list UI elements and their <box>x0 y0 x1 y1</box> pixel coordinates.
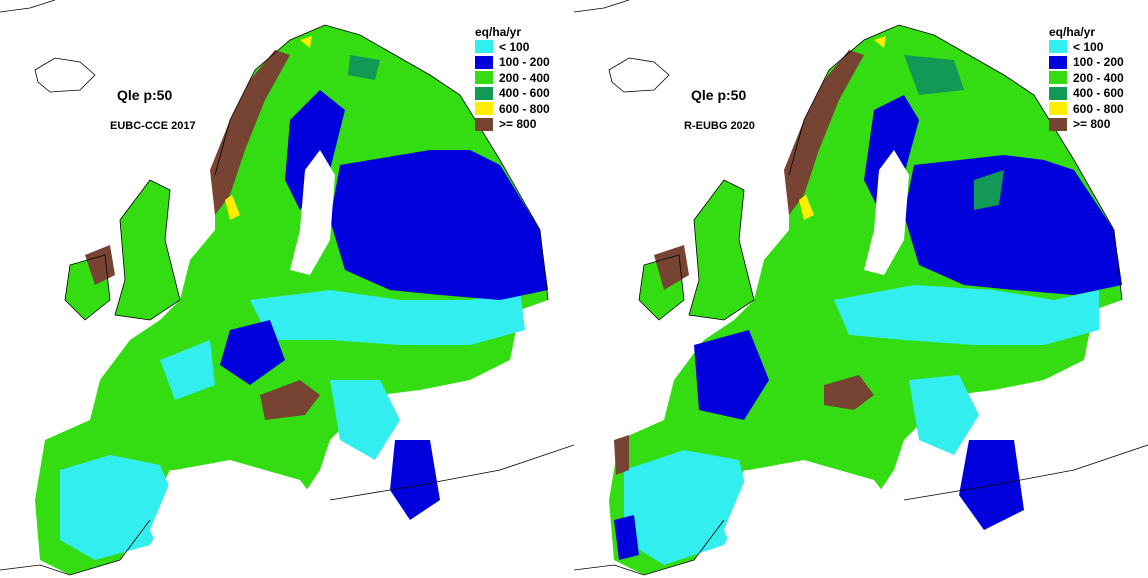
region-400-600-b <box>974 170 1004 210</box>
map-panel-left: Qle p:50 EUBC-CCE 2017 eq/ha/yr < 100 10… <box>0 0 574 578</box>
region-100-200-scand <box>864 95 919 210</box>
legend-item: < 100 <box>475 39 570 55</box>
region-lt100-b <box>624 450 749 565</box>
legend: eq/ha/yr < 100 100 - 200 200 - 400 400 -… <box>1049 26 1144 132</box>
legend-item: 600 - 800 <box>475 101 570 117</box>
legend-swatch <box>475 71 493 85</box>
legend-label: 200 - 400 <box>1073 70 1124 85</box>
mediterranean-sea <box>724 460 904 578</box>
legend-unit: eq/ha/yr <box>1049 25 1096 39</box>
region-600-800-b <box>300 36 312 48</box>
map-source-label: R-EUBG 2020 <box>684 120 755 132</box>
region-lt100-c <box>909 375 979 455</box>
legend-unit: eq/ha/yr <box>475 25 522 39</box>
map-panel-right: Qle p:50 R-EUBG 2020 eq/ha/yr < 100 100 … <box>574 0 1148 578</box>
region-100-200-france <box>694 330 769 420</box>
legend-label: >= 800 <box>499 117 537 132</box>
region-lt100-d <box>160 340 215 400</box>
region-ge800-iberia <box>614 435 629 475</box>
region-100-200-south <box>390 440 440 520</box>
greenland-outline <box>0 0 56 13</box>
europe-map-right <box>574 0 1148 578</box>
legend-item: >= 800 <box>475 117 570 133</box>
legend-item: 400 - 600 <box>475 86 570 102</box>
region-ge800-alps <box>260 380 320 420</box>
legend-label: 600 - 800 <box>499 101 550 116</box>
coastline-outline <box>574 24 1148 576</box>
region-600-800-a <box>799 195 814 220</box>
legend-swatch <box>475 102 493 116</box>
map-source-label: EUBC-CCE 2017 <box>110 120 196 132</box>
region-ge800-alps <box>824 375 874 410</box>
iceland-outline <box>608 57 670 93</box>
legend-swatch <box>475 55 493 69</box>
land-britain <box>689 180 754 320</box>
legend: eq/ha/yr < 100 100 - 200 200 - 400 400 -… <box>475 26 570 132</box>
region-ge800-norway <box>210 50 290 215</box>
legend-label: >= 800 <box>1073 117 1111 132</box>
region-lt100-a <box>834 285 1099 345</box>
legend-item: 600 - 800 <box>1049 101 1144 117</box>
region-lt100-b <box>60 455 175 560</box>
region-100-200-central <box>220 320 285 385</box>
region-100-200-east <box>330 150 548 300</box>
legend-item: 100 - 200 <box>1049 55 1144 71</box>
region-400-600-a <box>904 55 964 95</box>
region-ge800-scotland <box>654 245 689 290</box>
legend-label: 100 - 200 <box>499 55 550 70</box>
legend-swatch <box>475 86 493 100</box>
region-100-200-scand <box>285 90 345 210</box>
legend-swatch <box>475 40 493 54</box>
legend-swatch <box>1049 117 1067 131</box>
region-600-800-a <box>225 195 240 220</box>
legend-item: 100 - 200 <box>475 55 570 71</box>
map-quantity-label: Qle p:50 <box>691 87 747 103</box>
region-400-600-a <box>348 55 380 80</box>
legend-item: >= 800 <box>1049 117 1144 133</box>
legend-label: 400 - 600 <box>1073 86 1124 101</box>
europe-map-left <box>0 0 574 578</box>
legend-swatch <box>1049 55 1067 69</box>
legend-swatch <box>1049 102 1067 116</box>
mediterranean-sea <box>150 460 330 578</box>
region-lt100-a <box>250 290 525 345</box>
region-100-200-iberia <box>614 515 639 560</box>
legend-label: 400 - 600 <box>499 86 550 101</box>
legend-item: 200 - 400 <box>1049 70 1144 86</box>
legend-item: < 100 <box>1049 39 1144 55</box>
legend-swatch <box>1049 71 1067 85</box>
legend-swatch <box>1049 86 1067 100</box>
legend-label: 100 - 200 <box>1073 55 1124 70</box>
legend-item: 400 - 600 <box>1049 86 1144 102</box>
legend-label: < 100 <box>1073 39 1104 54</box>
baltic-sea <box>290 150 335 275</box>
map-quantity-label: Qle p:50 <box>117 87 173 103</box>
region-lt100-c <box>330 380 400 460</box>
legend-swatch <box>475 117 493 131</box>
legend-item: 200 - 400 <box>475 70 570 86</box>
region-600-800-b <box>874 36 886 48</box>
coastline-outline <box>0 24 574 576</box>
land-britain <box>115 180 180 320</box>
legend-label: 600 - 800 <box>1073 101 1124 116</box>
greenland-outline <box>574 0 630 13</box>
legend-label: < 100 <box>499 39 530 54</box>
legend-label: 200 - 400 <box>499 70 550 85</box>
region-100-200-south <box>959 440 1024 530</box>
legend-swatch <box>1049 40 1067 54</box>
baltic-sea <box>864 150 909 275</box>
iceland-outline <box>34 57 96 93</box>
region-100-200-east <box>904 155 1122 295</box>
region-ge800-norway <box>784 50 864 215</box>
